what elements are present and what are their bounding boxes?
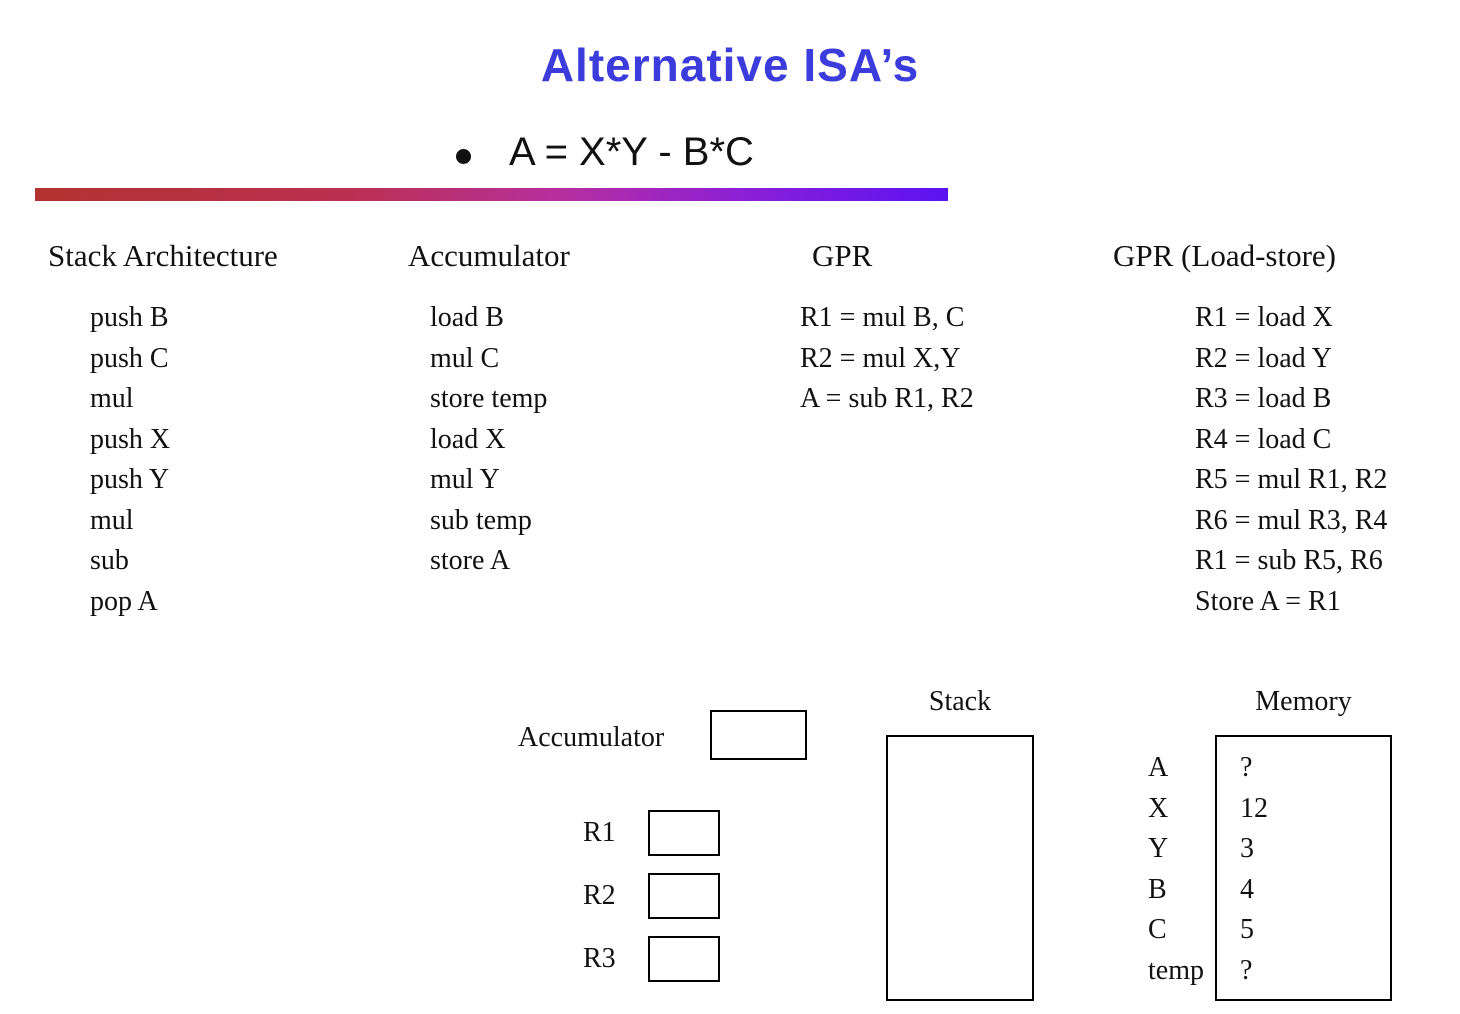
instruction-line: R3 = load B: [1195, 383, 1332, 414]
instruction-line: R2 = mul X,Y: [800, 342, 961, 374]
register-box: [648, 936, 720, 982]
memory-cell-name: A: [1148, 752, 1169, 784]
instruction-line: store temp: [430, 383, 548, 414]
instruction-line: mul: [90, 383, 134, 414]
memory-row: X 12: [1148, 789, 1268, 830]
stack-label: Stack: [928, 686, 992, 717]
stack-box: [886, 735, 1034, 1001]
memory-cell-name: temp: [1148, 954, 1204, 986]
memory-cell-value: ?: [1240, 752, 1253, 784]
memory-row: A ?: [1148, 748, 1268, 789]
instruction-line: R5 = mul R1, R2: [1195, 464, 1388, 495]
instruction-line: load X: [430, 423, 506, 455]
instruction-line: push Y: [90, 464, 170, 495]
column-header: GPR: [812, 238, 873, 273]
column-header: Stack Architecture: [48, 238, 278, 273]
instruction-line: R1 = mul B, C: [800, 302, 965, 333]
register-label: R2: [583, 880, 616, 911]
instruction-line: mul Y: [430, 464, 500, 495]
memory-cell-value: 3: [1240, 833, 1254, 865]
instruction-line: Store A = R1: [1195, 585, 1341, 617]
instruction-line: push C: [90, 342, 169, 374]
memory-cell-value: 4: [1240, 873, 1254, 905]
column-header: Accumulator: [408, 238, 570, 273]
instruction-line: R1 = sub R5, R6: [1195, 545, 1383, 576]
memory-row: C 5: [1148, 910, 1268, 951]
register-row: R2: [583, 873, 720, 919]
instruction-line: push X: [90, 423, 171, 455]
instruction-line: pop A: [90, 585, 158, 617]
register-row: R1: [583, 810, 720, 856]
instruction-line: R1 = load X: [1195, 302, 1333, 333]
accumulator-label: Accumulator: [518, 722, 665, 753]
instruction-line: store A: [430, 545, 511, 576]
instruction-line: mul: [90, 504, 134, 536]
instruction-line: load B: [430, 302, 504, 333]
instruction-line: sub: [90, 545, 129, 576]
memory-box: [1215, 735, 1392, 1001]
memory-cell-value: ?: [1240, 954, 1253, 986]
memory-rows: A ? X 12 Y 3 B 4 C 5 temp: [1148, 748, 1268, 991]
instruction-line: R6 = mul R3, R4: [1195, 504, 1388, 536]
memory-cell-name: X: [1148, 792, 1169, 824]
instruction-line: push B: [90, 302, 169, 333]
register-label: R3: [583, 943, 616, 974]
column-gpr: GPR R1 = mul B, C R2 = mul X,Y A = sub R1,…: [800, 238, 974, 420]
instruction-list: R1 = load X R2 = load Y R3 = load B R4 = lo…: [1195, 298, 1387, 622]
memory-cell-name: B: [1148, 873, 1167, 905]
register-row: R3: [583, 936, 720, 982]
instruction-list: load B mul C store temp load X mul Y sub temp…: [430, 298, 570, 582]
divider-gradient-bar: [35, 188, 948, 201]
memory-cell-value: 12: [1240, 792, 1268, 824]
instruction-line: sub temp: [430, 504, 532, 536]
memory-cell-name: Y: [1148, 833, 1169, 865]
instruction-line: R2 = load Y: [1195, 342, 1332, 374]
memory-cell-name: C: [1148, 914, 1167, 946]
accumulator-box: [710, 710, 807, 760]
memory-row: B 4: [1148, 870, 1268, 911]
register-label: R1: [583, 817, 616, 848]
bullet-text: A = X*Y - B*C: [509, 130, 754, 174]
register-box: [648, 873, 720, 919]
register-file: R1 R2 R3: [583, 810, 720, 999]
bullet-row: A = X*Y - B*C: [456, 130, 754, 175]
instruction-line: mul C: [430, 342, 500, 374]
memory-label: Memory: [1255, 686, 1352, 717]
slide-title: Alternative ISA’s: [540, 39, 920, 91]
column-stack-architecture: Stack Architecture push B push C mul push X…: [48, 238, 278, 622]
register-box: [648, 810, 720, 856]
instruction-list: R1 = mul B, C R2 = mul X,Y A = sub R1, R2: [800, 298, 974, 420]
instruction-line: R4 = load C: [1195, 423, 1332, 455]
column-header: GPR (Load-store): [1113, 238, 1336, 273]
bullet-icon: [456, 149, 471, 164]
instruction-list: push B push C mul push X push Y mul sub pop A: [90, 298, 278, 622]
memory-cell-value: 5: [1240, 914, 1254, 946]
memory-row: Y 3: [1148, 829, 1268, 870]
memory-row: temp ?: [1148, 951, 1268, 992]
instruction-line: A = sub R1, R2: [800, 383, 974, 414]
column-accumulator: Accumulator load B mul C store temp load X m…: [408, 238, 570, 582]
